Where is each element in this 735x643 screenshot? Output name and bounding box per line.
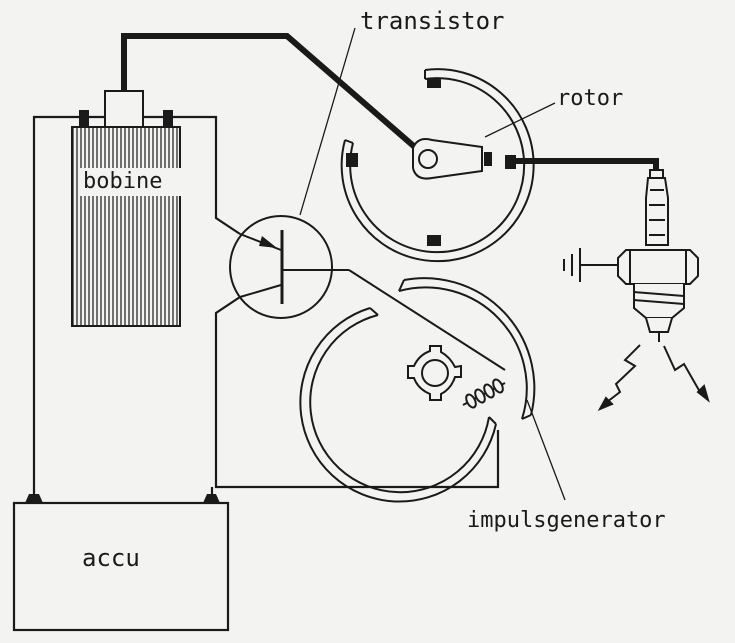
leader-lines	[299, 27, 566, 501]
label-transistor: transistor	[360, 7, 505, 35]
ht-lead-coil	[121, 33, 434, 165]
impulse-generator	[299, 277, 536, 503]
ignition-coil	[71, 90, 182, 327]
circuit-frame	[32, 115, 500, 500]
rotor-arm	[412, 138, 492, 180]
spark-plug	[617, 169, 699, 342]
label-rotor: rotor	[557, 86, 624, 111]
pickup-coil	[462, 378, 506, 409]
transistor	[229, 215, 506, 371]
battery	[12, 487, 230, 632]
label-bobine: bobine	[83, 169, 163, 194]
distributor-contacts	[346, 78, 516, 246]
spark-arrows	[597, 344, 710, 412]
label-impulsgenerator: impulsgenerator	[467, 508, 666, 533]
trigger-wheel	[407, 345, 462, 401]
distributor-rotor	[340, 68, 535, 263]
ground-symbol	[563, 248, 618, 282]
ht-lead-plug	[516, 158, 659, 172]
label-accu: accu	[82, 544, 140, 572]
